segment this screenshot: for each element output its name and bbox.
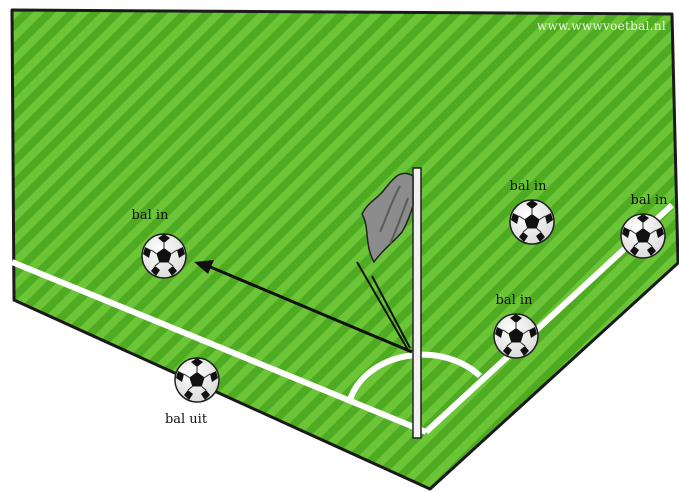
label-ball-out: bal uit xyxy=(165,412,208,427)
ball-in-middle-right xyxy=(494,314,538,358)
label-ball-in-left: bal in xyxy=(132,208,170,223)
ball-in-right xyxy=(621,214,665,258)
label-ball-in-right: bal in xyxy=(631,193,669,208)
watermark: www.wwwvoetbal.nl xyxy=(537,19,666,33)
ball-in-left xyxy=(142,234,186,278)
ball-out xyxy=(175,358,219,402)
ball-in-top-middle xyxy=(510,200,554,244)
pitch xyxy=(12,10,678,489)
label-ball-in-middle-right: bal in xyxy=(496,293,534,308)
label-ball-in-top-middle: bal in xyxy=(510,179,548,194)
